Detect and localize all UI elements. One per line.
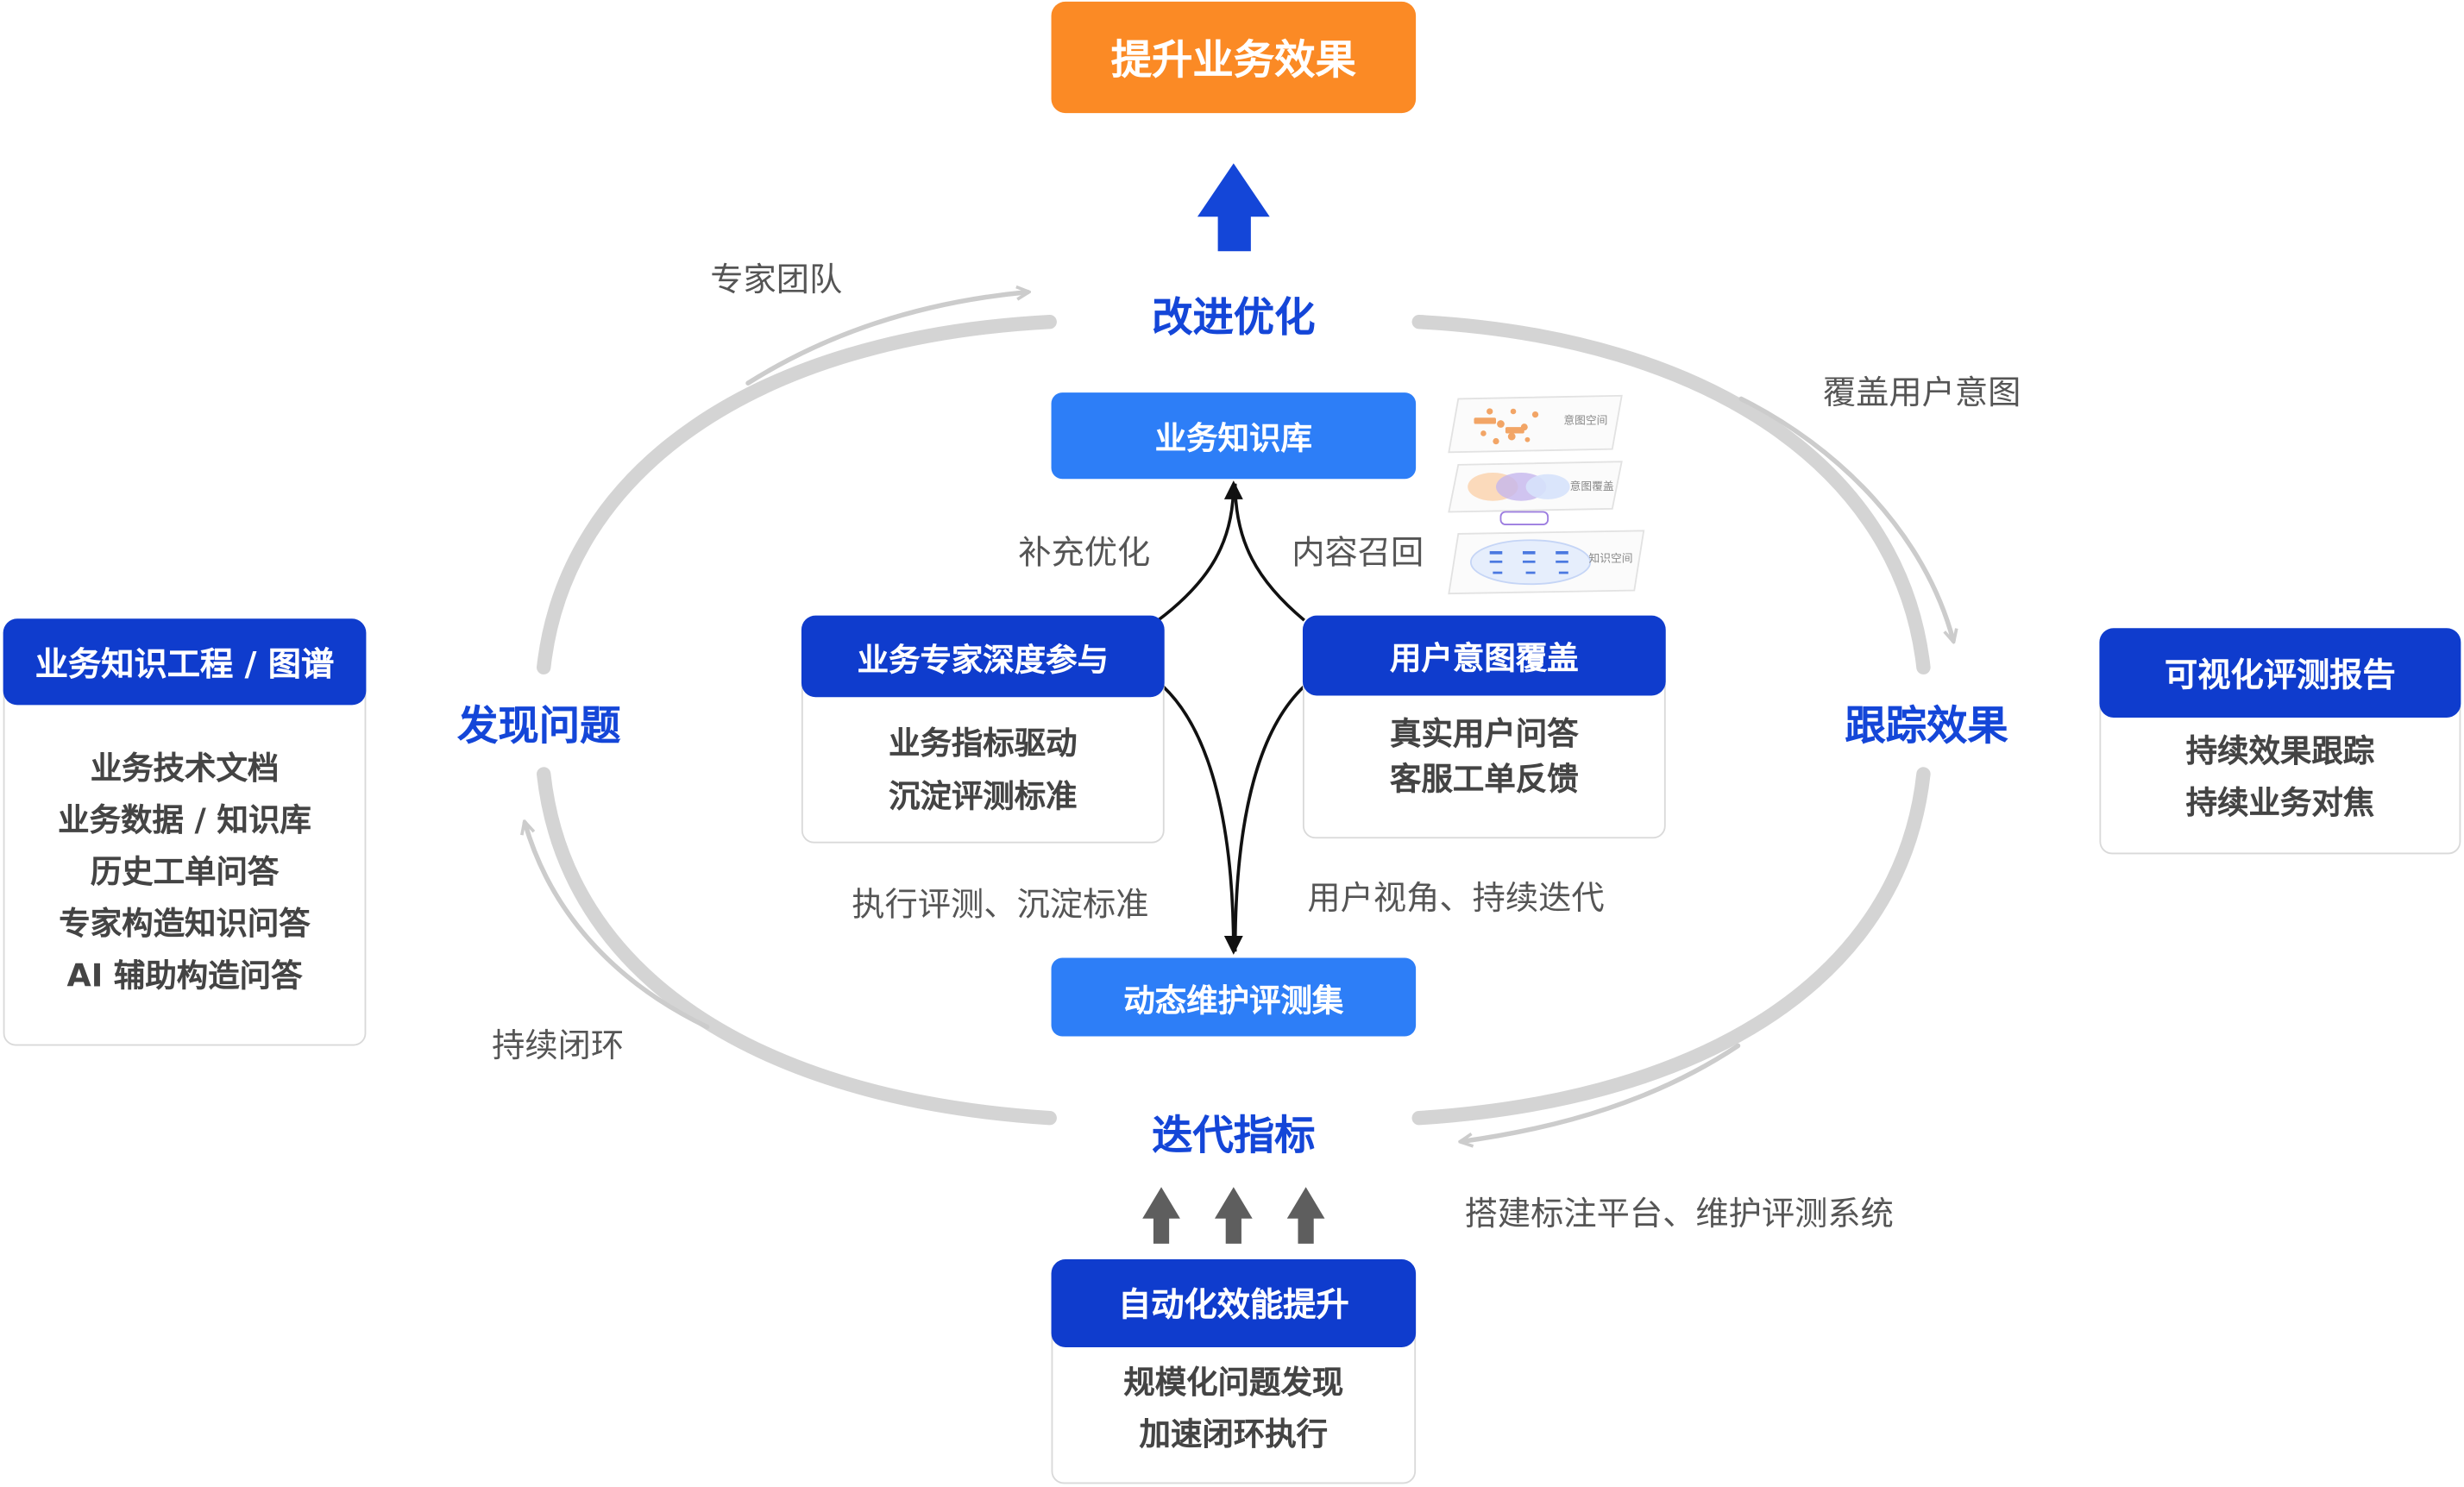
thumb-label-intent-space: 意图空间 bbox=[1563, 414, 1608, 428]
left-side-card-line: 业务数据 / 知识库 bbox=[58, 800, 311, 839]
stage-label-top: 改进优化 bbox=[1152, 295, 1316, 342]
bottom-card-line: 加速闭环执行 bbox=[1139, 1415, 1329, 1452]
goal-up-arrow bbox=[1197, 163, 1270, 252]
thumb-label-knowledge-space: 知识空间 bbox=[1588, 552, 1633, 566]
left-side-card-line: 业务技术文档 bbox=[90, 749, 280, 787]
left-side-card-line: 专家构造知识问答 bbox=[59, 904, 311, 943]
stage-label-bottom: 迭代指标 bbox=[1152, 1113, 1316, 1161]
arrow-top-left bbox=[745, 292, 1028, 386]
arrow-bottom-right bbox=[1461, 1043, 1741, 1141]
ring-arc-bottom-right bbox=[1411, 767, 1931, 1126]
efficiency-arrow-2 bbox=[1214, 1187, 1253, 1244]
right-side-card-lines: 持续效果跟踪 持续业务对焦 bbox=[2099, 725, 2461, 829]
arc-note-bottom-left: 持续闭环 bbox=[492, 1026, 625, 1065]
bottom-card-lines: 规模化问题发现 加速闭环执行 bbox=[1052, 1357, 1417, 1460]
ring-arc-bottom-left bbox=[537, 767, 1057, 1126]
arc-note-top-left: 专家团队 bbox=[710, 260, 843, 298]
right-side-card-title: 可视化评测报告 bbox=[2165, 656, 2396, 693]
intent-card-line: 客服工单反馈 bbox=[1390, 760, 1579, 798]
left-side-card-line: 历史工单问答 bbox=[90, 852, 280, 891]
intent-card-header: 用户意图覆盖 bbox=[1302, 615, 1666, 696]
knowledge-base-box: 业务知识库 bbox=[1051, 392, 1417, 480]
arc-note-top-right: 覆盖用户意图 bbox=[1822, 373, 2021, 411]
ring-arc-top-left bbox=[537, 315, 1057, 674]
thumb-blue-marks bbox=[1489, 550, 1568, 574]
ring-arc-top-right bbox=[1411, 315, 1931, 674]
flow-expert-to-kb bbox=[1157, 480, 1243, 622]
eval-set-box: 动态维护评测集 bbox=[1051, 957, 1417, 1037]
expert-card-title: 业务专家深度参与 bbox=[857, 639, 1109, 678]
direction-arrows bbox=[525, 292, 1953, 1142]
thumb-label-intent-coverage: 意图覆盖 bbox=[1569, 480, 1614, 493]
stage-label-left: 发现问题 bbox=[457, 703, 621, 751]
note-supplement-optimize: 补充优化 bbox=[1018, 533, 1151, 572]
note-user-perspective: 用户视角、持续迭代 bbox=[1307, 879, 1605, 918]
arc-note-bottom-right: 搭建标注平台、维护评测系统 bbox=[1464, 1195, 1894, 1233]
right-side-card-line: 持续业务对焦 bbox=[2185, 783, 2375, 822]
expert-card-header: 业务专家深度参与 bbox=[801, 615, 1165, 698]
flow-expert-to-eval bbox=[1161, 685, 1243, 955]
left-side-card-lines: 业务技术文档 业务数据 / 知识库 历史工单问答 专家构造知识问答 AI 辅助构… bbox=[3, 743, 367, 1001]
stage-label-right: 跟踪效果 bbox=[1845, 703, 2008, 751]
bottom-card-header: 自动化效能提升 bbox=[1051, 1259, 1417, 1347]
goal-label: 提升业务效果 bbox=[1110, 37, 1356, 85]
bottom-card-line: 规模化问题发现 bbox=[1123, 1363, 1344, 1401]
arrow-bottom-left bbox=[525, 823, 710, 1030]
arrow-top-right bbox=[1738, 396, 1953, 640]
goal-box: 提升业务效果 bbox=[1051, 1, 1417, 114]
intent-card-title: 用户意图覆盖 bbox=[1390, 638, 1579, 677]
intent-card-lines: 真实用户问答 客服工单反馈 bbox=[1303, 712, 1666, 803]
bottom-card-title: 自动化效能提升 bbox=[1117, 1285, 1349, 1324]
eval-set-label: 动态维护评测集 bbox=[1123, 980, 1344, 1019]
intent-space-thumbnail bbox=[1448, 394, 1645, 595]
expert-card-lines: 业务指标驱动 沉淀评测标准 bbox=[801, 716, 1165, 823]
cycle-ring bbox=[537, 315, 1931, 1126]
center-flow bbox=[1157, 480, 1306, 955]
efficiency-arrows bbox=[1142, 1187, 1325, 1244]
right-side-card-header: 可视化评测报告 bbox=[2099, 628, 2461, 718]
right-side-card-line: 持续效果跟踪 bbox=[2185, 731, 2375, 770]
left-side-card-header: 业务知识工程 / 图谱 bbox=[3, 618, 367, 706]
thumb-orange-dots bbox=[1474, 408, 1539, 445]
left-side-card-line: AI 辅助构造问答 bbox=[66, 956, 303, 994]
expert-card-line: 沉淀评测标准 bbox=[889, 777, 1078, 815]
left-side-card-title: 业务知识工程 / 图谱 bbox=[35, 644, 335, 683]
flow-intent-to-kb bbox=[1233, 483, 1305, 622]
intent-card-line: 真实用户问答 bbox=[1390, 714, 1579, 753]
expert-card-line: 业务指标驱动 bbox=[889, 724, 1078, 762]
efficiency-arrow-1 bbox=[1142, 1187, 1180, 1244]
knowledge-base-label: 业务知识库 bbox=[1154, 419, 1312, 457]
note-content-recall: 内容召回 bbox=[1292, 533, 1424, 572]
note-execute-eval: 执行评测、沉淀标准 bbox=[852, 885, 1149, 924]
flow-intent-to-eval bbox=[1233, 685, 1306, 952]
efficiency-arrow-3 bbox=[1286, 1187, 1325, 1244]
